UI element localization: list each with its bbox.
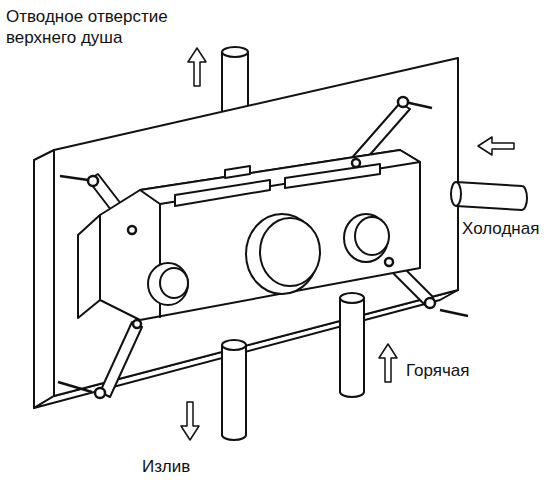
port-label: Излив — [142, 456, 190, 477]
screws — [58, 97, 468, 398]
outlet-pipe — [222, 340, 246, 440]
port-label: Отводное отверстие верхнего душа — [6, 6, 221, 48]
mixer-knobs — [148, 214, 389, 305]
mixer-body — [78, 150, 420, 320]
port-label: Горячая — [406, 360, 470, 381]
mounting-brackets — [88, 103, 433, 397]
port-label: Холодная — [462, 218, 539, 239]
flow-arrows — [181, 48, 514, 440]
hot-pipe — [340, 293, 364, 397]
cold-pipe — [451, 182, 527, 210]
